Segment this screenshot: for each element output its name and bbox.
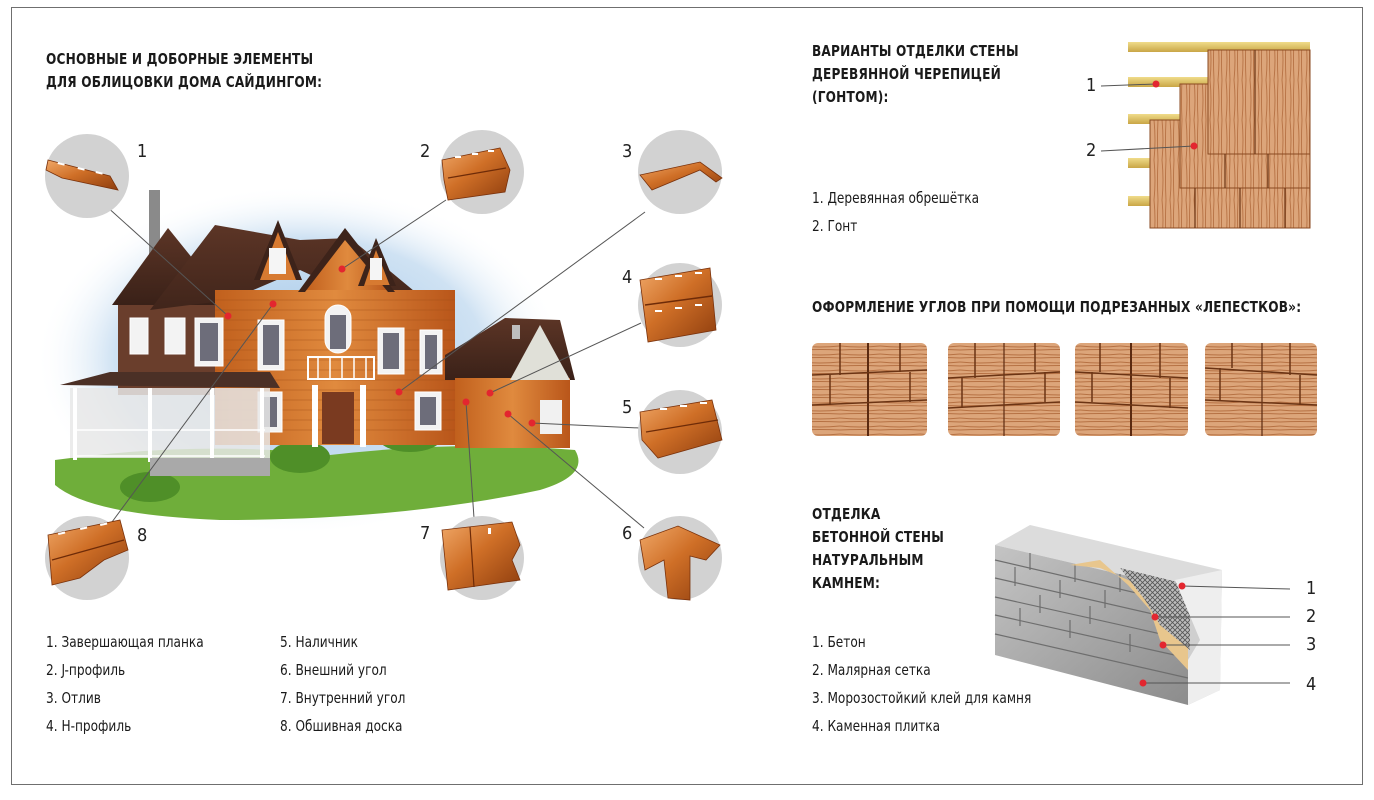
callout-number-1: 1 — [137, 141, 148, 162]
main-title-line: ОСНОВНЫЕ И ДОБОРНЫЕ ЭЛЕМЕНТЫ — [46, 50, 314, 68]
corner-variant-1 — [811, 343, 928, 436]
shingle-title-line: ВАРИАНТЫ ОТДЕЛКИ СТЕНЫ — [812, 42, 1019, 60]
legend-item: 2. Гонт — [812, 217, 858, 235]
callout-number-7: 7 — [420, 523, 431, 544]
callout-number-4: 4 — [622, 267, 633, 288]
legend-item: 2. J-профиль — [46, 661, 126, 679]
stone-legend: 1. Бетон 2. Малярная сетка 3. Морозостой… — [812, 628, 1031, 740]
callout-number-6: 6 — [622, 523, 633, 544]
legend-item: 7. Внутренний угол — [280, 689, 406, 707]
main-title: ОСНОВНЫЕ И ДОБОРНЫЕ ЭЛЕМЕНТЫ ДЛЯ ОБЛИЦОВ… — [46, 48, 322, 94]
legend-item: 8. Обшивная доска — [280, 717, 403, 735]
marker-dot — [504, 410, 512, 418]
shingle-callout-2: 2 — [1086, 140, 1097, 161]
profile-circle-3 — [638, 130, 723, 214]
marker-dot — [1151, 613, 1159, 621]
stone-callout-2: 2 — [1306, 606, 1317, 627]
corner-variant-3 — [1074, 343, 1189, 436]
stone-callout-3: 3 — [1306, 634, 1317, 655]
legend-item: 6. Внешний угол — [280, 661, 387, 679]
porch-steps — [150, 458, 270, 476]
concrete-layer — [1175, 570, 1222, 705]
callout-number-2: 2 — [420, 141, 431, 162]
main-title-line: ДЛЯ ОБЛИЦОВКИ ДОМА САЙДИНГОМ: — [46, 73, 323, 91]
callout-number-3: 3 — [622, 141, 633, 162]
shingle-callout-1: 1 — [1086, 75, 1097, 96]
profile-circles — [45, 130, 723, 601]
marker-dot — [338, 265, 346, 273]
callout-number-8: 8 — [137, 525, 148, 546]
profile-circle-2 — [440, 130, 524, 214]
siding-legend-right: 5. Наличник 6. Внешний угол 7. Внутренни… — [280, 628, 405, 740]
shrub — [270, 441, 330, 473]
legend-item: 2. Малярная сетка — [812, 661, 931, 679]
legend-item: 1. Деревянная обрешётка — [812, 189, 980, 207]
red-markers — [224, 265, 536, 427]
corner-variant-4 — [1204, 343, 1318, 436]
shingle-legend: 1. Деревянная обрешётка 2. Гонт — [812, 184, 979, 240]
shingle-title-line: (ГОНТОМ): — [812, 88, 889, 106]
profile-circle-1 — [45, 134, 129, 218]
marker-dot — [462, 398, 470, 406]
shingles — [1149, 49, 1311, 229]
paint-mesh — [1120, 568, 1190, 650]
corner-variant-2 — [947, 343, 1061, 436]
marker-dot — [1190, 142, 1198, 150]
marker-dot — [269, 300, 277, 308]
stone-leader-lines — [1143, 585, 1291, 684]
legend-item: 1. Завершающая планка — [46, 633, 204, 651]
house-illustration — [35, 185, 579, 535]
shingle-title-line: ДЕРЕВЯННОЙ ЧЕРЕПИЦЕЙ — [812, 65, 1001, 83]
legend-item: 5. Наличник — [280, 633, 359, 651]
shingle-leader-lines — [1100, 83, 1195, 152]
profile-circle-8 — [45, 516, 129, 600]
stone-wall-illustration — [994, 525, 1291, 705]
porch-roof — [60, 372, 280, 388]
window-glass — [200, 315, 437, 427]
profile-circle-5 — [638, 390, 723, 474]
shrub — [120, 472, 180, 502]
stone-callout-1: 1 — [1306, 578, 1317, 599]
legend-item: 1. Бетон — [812, 633, 866, 651]
corners-title: ОФОРМЛЕНИЕ УГЛОВ ПРИ ПОМОЩИ ПОДРЕЗАННЫХ … — [812, 298, 1302, 316]
wall-top — [995, 525, 1222, 590]
marker-dot — [528, 419, 536, 427]
marker-dot — [1139, 679, 1147, 687]
shingle-title: ВАРИАНТЫ ОТДЕЛКИ СТЕНЫ ДЕРЕВЯННОЙ ЧЕРЕПИ… — [812, 40, 1019, 109]
legend-item: 4. Каменная плитка — [812, 717, 941, 735]
stone-title-line: НАТУРАЛЬНЫМ — [812, 551, 924, 569]
legend-item: 3. Морозостойкий клей для камня — [812, 689, 1032, 707]
stone-callout-4: 4 — [1306, 674, 1317, 695]
porch — [70, 388, 270, 458]
profile-circle-7 — [440, 516, 524, 600]
profile-circle-6 — [638, 516, 722, 601]
callout-number-5: 5 — [622, 397, 633, 418]
marker-dot — [224, 312, 232, 320]
stone-title-line: БЕТОННОЙ СТЕНЫ — [812, 528, 944, 546]
marker-dot — [1159, 641, 1167, 649]
frame-border — [11, 7, 1363, 785]
balcony-railing — [307, 356, 375, 380]
marker-dot — [486, 389, 494, 397]
stone-title-line: ОТДЕЛКА — [812, 505, 881, 523]
corner-petals — [811, 343, 1318, 436]
shingle-illustration — [1100, 42, 1311, 229]
front-door — [322, 392, 354, 444]
marker-dot — [1152, 80, 1160, 88]
siding-legend-left: 1. Завершающая планка 2. J-профиль 3. От… — [46, 628, 204, 740]
profile-circle-4 — [638, 263, 722, 347]
legend-item: 4. Н-профиль — [46, 717, 132, 735]
legend-item: 3. Отлив — [46, 689, 101, 707]
stone-title-line: КАМНЕМ: — [812, 574, 881, 592]
callout-leader-lines — [104, 199, 646, 529]
stone-title: ОТДЕЛКА БЕТОННОЙ СТЕНЫ НАТУРАЛЬНЫМ КАМНЕ… — [812, 503, 944, 595]
marker-dot — [1178, 582, 1186, 590]
marker-dot — [395, 388, 403, 396]
